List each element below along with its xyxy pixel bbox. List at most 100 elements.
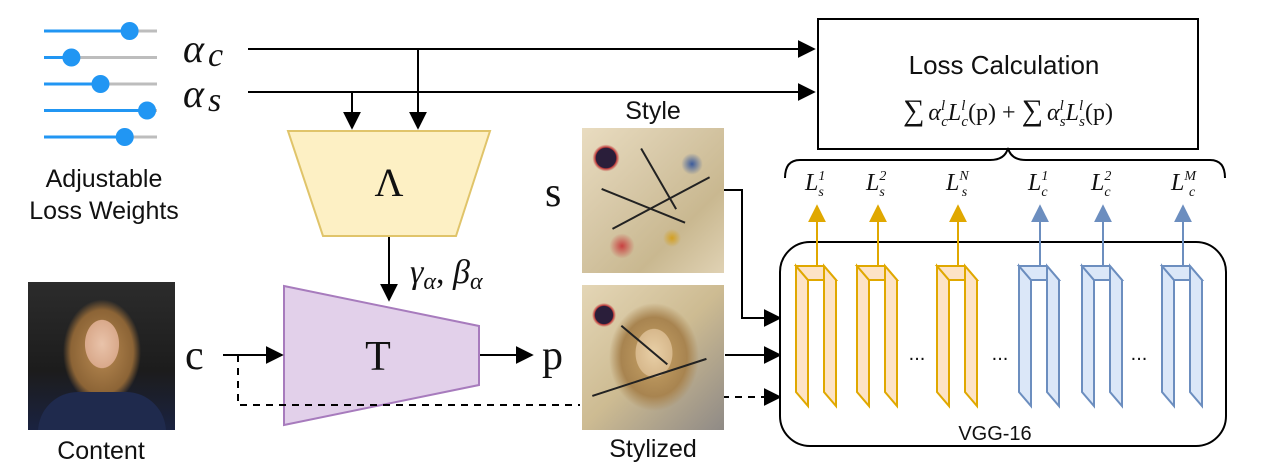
gamma-subscript: α [423, 269, 436, 295]
formula-arg-2: (p) [1085, 100, 1113, 126]
stylized-image-stroke [592, 357, 707, 397]
content-caption: Content [57, 437, 145, 465]
feature-loss-sup: 2 [879, 169, 886, 184]
alpha-c-subscript: c [208, 37, 223, 74]
alpha-c-symbol: α [183, 26, 205, 71]
feature-loss-sup: 1 [1041, 169, 1048, 184]
formula-alpha-c-sup: l [941, 98, 945, 114]
feature-loss-base: L [945, 170, 959, 196]
beta-subscript: α [470, 269, 483, 295]
formula-alpha-s: α [1047, 100, 1060, 126]
gamma-symbol: γ [410, 254, 425, 291]
feature-loss-sub: c [1189, 185, 1196, 200]
formula-l-c-sub: c [961, 114, 968, 130]
feature-loss-base: L [1027, 170, 1041, 196]
slider-knob[interactable] [120, 22, 139, 40]
stylized-caption: Stylized [609, 435, 697, 463]
slider-knob[interactable] [62, 48, 81, 67]
transform-label: T [365, 334, 391, 380]
lambda-label: Λ [374, 160, 403, 205]
formula-sum-1: ∑ [903, 94, 924, 127]
formula-alpha-s-sub: s [1060, 114, 1066, 130]
formula-l-s-sub: s [1079, 114, 1085, 130]
weights-caption-line2: Loss Weights [29, 197, 179, 225]
layer-face [1189, 263, 1203, 409]
layer-face [1109, 263, 1123, 409]
alpha-s-symbol: α [183, 71, 205, 116]
feature-loss-base: L [1090, 170, 1104, 196]
feature-loss-sup: 2 [1104, 169, 1111, 184]
feature-loss-sub: c [1104, 185, 1111, 200]
beta-symbol: β [452, 254, 470, 291]
feature-loss-sup: N [958, 169, 969, 184]
loss-calculation-box [817, 18, 1199, 150]
layer-side [856, 263, 870, 409]
content-to-vgg-dashed-arrow [237, 355, 580, 406]
feature-loss-base: L [804, 170, 818, 196]
formula-alpha-c: α [928, 100, 941, 126]
layer-face [823, 263, 837, 409]
content-photo-shirt [38, 392, 166, 430]
slider-knob[interactable] [115, 128, 134, 146]
formula-alpha-s-sup: l [1060, 98, 1064, 114]
slider-knob[interactable] [91, 75, 110, 93]
layer-side [1081, 263, 1095, 409]
formula-plus: + [1002, 100, 1016, 126]
layer-side [1161, 263, 1175, 409]
vgg-gap-ellipsis: ... [992, 343, 1009, 365]
vgg-style-ellipsis: ... [909, 343, 926, 365]
loss-calculation-title: Loss Calculation [909, 50, 1100, 80]
formula-l-c-sup: l [961, 98, 965, 114]
stylized-image [582, 285, 724, 430]
loss-brace [784, 147, 1226, 179]
layer-side [1018, 263, 1032, 409]
output-symbol: p [542, 333, 563, 379]
style-symbol: s [545, 170, 561, 216]
formula-l-c: L [947, 100, 961, 126]
content-symbol: c [185, 333, 204, 379]
transform-block [283, 284, 480, 427]
layer-side [936, 263, 950, 409]
feature-loss-sup: 1 [818, 169, 825, 184]
loss-weight-sliders[interactable] [44, 22, 157, 146]
formula-alpha-c-sub: c [941, 114, 948, 130]
formula-sum-2: ∑ [1022, 94, 1043, 127]
formula-arg-1: (p) [968, 100, 996, 126]
feature-loss-base: L [1170, 170, 1184, 196]
slider-knob[interactable] [138, 101, 157, 120]
style-image [582, 128, 724, 273]
layer-side [795, 263, 809, 409]
weights-caption-line1: Adjustable [46, 165, 163, 193]
stylized-image-stroke [620, 325, 668, 366]
gamma-beta-label: γα, βα [410, 254, 483, 295]
layer-face [964, 263, 978, 409]
layer-face [884, 263, 898, 409]
feature-loss-sub: s [818, 185, 824, 200]
feature-loss-sup: M [1183, 169, 1197, 184]
vgg-content-ellipsis: ... [1131, 343, 1148, 365]
vgg-label: VGG-16 [958, 423, 1031, 445]
style-image-stroke [640, 148, 677, 210]
feature-loss-sub: s [962, 185, 968, 200]
feature-loss-sub: c [1041, 185, 1048, 200]
feature-loss-sub: s [879, 185, 885, 200]
layer-face [1046, 263, 1060, 409]
formula-l-s: L [1065, 100, 1079, 126]
style-to-vgg-arrow [724, 189, 782, 327]
formula-l-s-sup: l [1079, 98, 1083, 114]
